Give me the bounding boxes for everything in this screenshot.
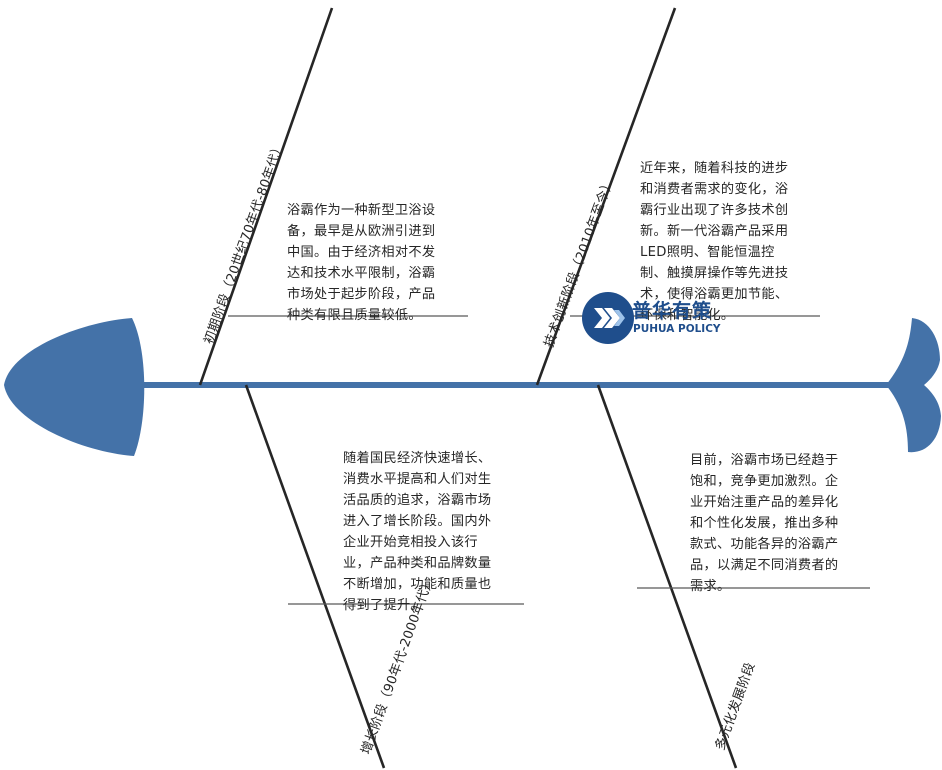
watermark-name-en: PUHUA POLICY: [633, 323, 721, 335]
stage-description-innovation: 近年来，随着科技的进步 和消费者需求的变化，浴 霸行业出现了许多技术创 新。新一…: [640, 158, 812, 326]
description-line: 业，产品种类和品牌数量: [343, 556, 492, 571]
bone-growth-stage: [244, 384, 386, 769]
description-line: 术，使得浴霸更加节能、: [640, 287, 789, 302]
description-line: LED照明、智能恒温控: [640, 245, 775, 260]
description-line: 需求。: [690, 579, 731, 594]
watermark-logo: 普华有策 PUHUA POLICY: [582, 292, 722, 346]
description-line: 种类有限且质量较低。: [287, 308, 422, 323]
logo-mark-icon: [582, 292, 634, 344]
description-line: 达和技术水平限制，浴霸: [287, 266, 436, 281]
stage-description-growth: 随着国民经济快速增长、 消费水平提高和人们对生 活品质的追求，浴霸市场 进入了增…: [343, 448, 515, 616]
bone-diversification-stage: [596, 384, 738, 769]
description-line: 市场处于起步阶段，产品: [287, 287, 436, 302]
description-line: 备，最早是从欧洲引进到: [287, 224, 436, 239]
description-line: 霸行业出现了许多技术创: [640, 203, 789, 218]
description-line: 环保和智能化。: [640, 308, 735, 323]
description-line: 浴霸作为一种新型卫浴设: [287, 203, 436, 218]
description-line: 中国。由于经济相对不发: [287, 245, 436, 260]
bone-innovation-stage: [535, 7, 677, 386]
bone-early-stage: [198, 7, 334, 386]
fish-tail: [886, 318, 941, 453]
description-line: 企业开始竞相投入该行: [343, 535, 478, 550]
description-line: 不断增加，功能和质量也: [343, 577, 492, 592]
description-line: 近年来，随着科技的进步: [640, 161, 789, 176]
description-line: 随着国民经济快速增长、: [343, 451, 492, 466]
description-line: 得到了提升。: [343, 598, 424, 613]
description-line: 和消费者需求的变化，浴: [640, 182, 789, 197]
fish-head: [4, 318, 145, 456]
description-line: 消费水平提高和人们对生: [343, 472, 492, 487]
description-line: 目前，浴霸市场已经趋于: [690, 453, 839, 468]
description-line: 业开始注重产品的差异化: [690, 495, 839, 510]
description-line: 进入了增长阶段。国内外: [343, 514, 492, 529]
stage-description-early: 浴霸作为一种新型卫浴设 备，最早是从欧洲引进到 中国。由于经济相对不发 达和技术…: [287, 200, 459, 326]
description-line: 饱和，竞争更加激烈。企: [690, 474, 839, 489]
description-line: 制、触摸屏操作等先进技: [640, 266, 789, 281]
description-line: 新。新一代浴霸产品采用: [640, 224, 789, 239]
description-line: 活品质的追求，浴霸市场: [343, 493, 492, 508]
stage-description-diversification: 目前，浴霸市场已经趋于 饱和，竞争更加激烈。企 业开始注重产品的差异化 和个性化…: [690, 450, 862, 597]
watermark-name-cn: 普华有策: [632, 300, 713, 322]
description-line: 款式、功能各异的浴霸产: [690, 537, 839, 552]
description-line: 和个性化发展，推出多种: [690, 516, 839, 531]
description-line: 品，以满足不同消费者的: [690, 558, 839, 573]
